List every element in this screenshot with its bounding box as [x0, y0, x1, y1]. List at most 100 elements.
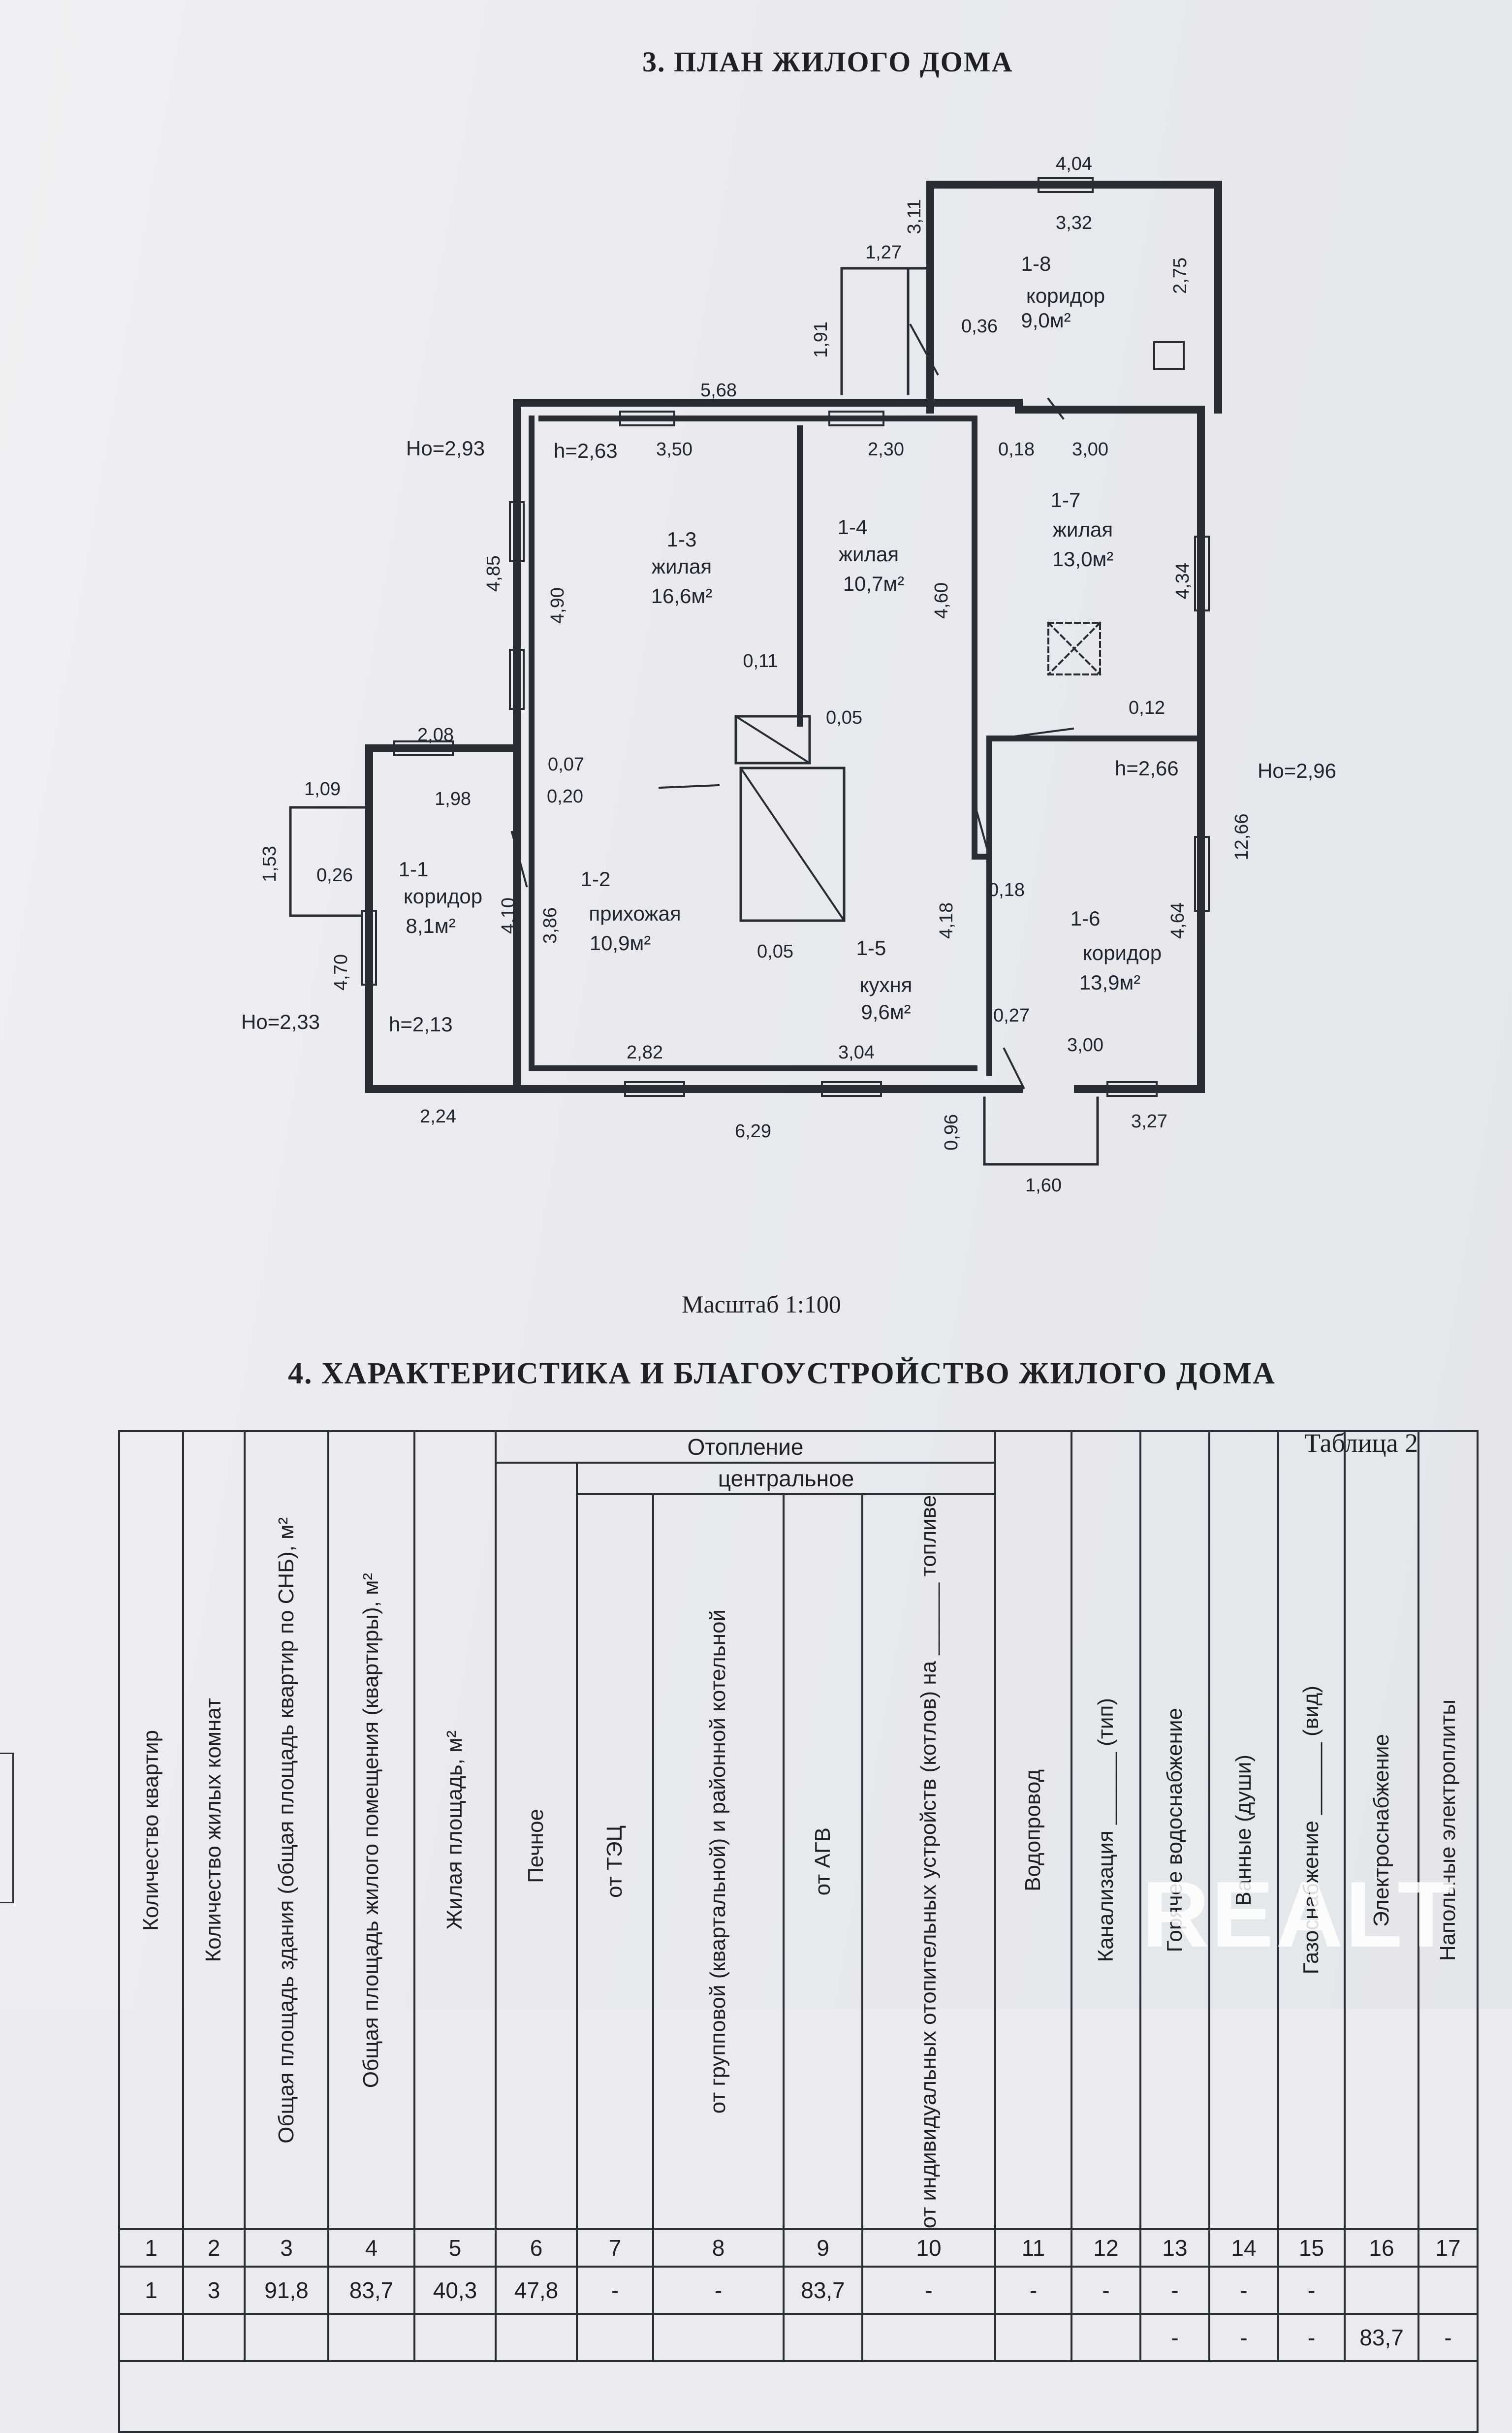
- dimension-label: 3,27: [1131, 1111, 1167, 1132]
- dimension-label: 4,18: [936, 902, 957, 939]
- header-cell: от АГВ: [810, 1827, 835, 1896]
- dimension-label: 0,20: [547, 786, 583, 807]
- column-number: 14: [1208, 2228, 1280, 2268]
- dimension-label: 1,09: [304, 779, 341, 800]
- height-label: h=2,13: [389, 1013, 453, 1036]
- dimension-label: 4,85: [483, 555, 504, 592]
- dimension-label: 3,00: [1067, 1035, 1103, 1056]
- room-1-2-id: 1-2: [581, 867, 611, 891]
- dimension-label: 0,05: [826, 707, 862, 728]
- table-cell: 40,3: [413, 2266, 497, 2315]
- height-label: Ho=2,93: [406, 437, 485, 460]
- table-cell: -: [1277, 2266, 1346, 2315]
- group-heating-header: Отопление: [494, 1430, 997, 1464]
- dimension-label: 2,75: [1170, 257, 1191, 294]
- floor-plan: 1-3 жилая 16,6м² 1-4 жилая 10,7м² 1-7 жи…: [241, 154, 1336, 1196]
- dimension-label: 1,98: [435, 789, 471, 809]
- column-number: 4: [327, 2228, 415, 2268]
- table-cell: -: [1418, 2313, 1479, 2363]
- dimension-label: 4,04: [1056, 154, 1092, 174]
- table-cell: 83,7: [327, 2266, 415, 2315]
- room-1-6-id: 1-6: [1071, 907, 1101, 930]
- dimension-label: 2,30: [868, 439, 904, 460]
- table-cell: [861, 2313, 997, 2363]
- table-cell: 83,7: [783, 2266, 863, 2315]
- ceiling-light-icon: [1047, 621, 1102, 676]
- dimension-label: 3,04: [838, 1042, 875, 1063]
- table-cell: -: [1208, 2313, 1280, 2363]
- column-number: 6: [495, 2228, 578, 2268]
- room-1-4-id: 1-4: [838, 515, 868, 539]
- table-cell: -: [1139, 2266, 1211, 2315]
- table-cell: 3: [182, 2266, 246, 2315]
- wall-1-1: [365, 744, 521, 1093]
- room-1-7-id: 1-7: [1051, 488, 1081, 512]
- empty-row: [118, 2360, 1479, 2433]
- room-1-3-name: жилая: [652, 555, 712, 578]
- column-number: 11: [994, 2228, 1073, 2268]
- table-cell: [652, 2313, 785, 2363]
- table-cell: 91,8: [244, 2266, 329, 2315]
- table-cell: [1418, 2266, 1479, 2315]
- header-cell: от ТЭЦ: [602, 1825, 627, 1898]
- dimension-label: 1,91: [811, 321, 831, 358]
- table-row: 1 3 91,8 83,7 40,3 47,8 - - 83,7 - - - -…: [118, 2266, 1479, 2315]
- column-number: 10: [861, 2228, 997, 2268]
- dimension-label: 0,07: [548, 754, 584, 775]
- table-cell: -: [576, 2266, 654, 2315]
- dimension-label: 6,29: [735, 1121, 771, 1142]
- plan-title: 3. ПЛАН ЖИЛОГО ДОМА: [642, 46, 1013, 78]
- dimension-label: 4,90: [547, 587, 568, 624]
- table-cell: -: [1071, 2266, 1142, 2315]
- dimension-label: 4,34: [1172, 563, 1193, 599]
- column-number-row: 1 2 3 4 5 6 7 8 9 10 11 12 13 14 15 16 1…: [118, 2228, 1479, 2268]
- dimension-label: 3,32: [1056, 213, 1092, 233]
- dimension-label: 1,27: [865, 242, 902, 263]
- table-cell: -: [861, 2266, 997, 2315]
- table-cell: -: [1139, 2313, 1211, 2363]
- dimension-label: 3,00: [1072, 439, 1108, 460]
- room-1-1-name: коридор: [404, 885, 482, 908]
- inner-walls: [529, 416, 1204, 1076]
- room-1-4-area: 10,7м²: [843, 572, 905, 595]
- room-1-3-id: 1-3: [667, 528, 697, 551]
- dimension-label: 4,70: [331, 954, 351, 991]
- room-1-6-name: коридор: [1083, 941, 1162, 964]
- dimension-label: 1,60: [1025, 1175, 1062, 1196]
- table-row: - - - 83,7 -: [118, 2313, 1479, 2363]
- dimension-label: 3,86: [540, 907, 561, 944]
- dimension-label: 0,26: [316, 865, 353, 886]
- table-cell: [783, 2313, 863, 2363]
- dimension-label: 0,11: [743, 651, 778, 672]
- dimension-label: 0,36: [961, 316, 998, 337]
- table-cell: [495, 2313, 578, 2363]
- dimension-label: 0,27: [993, 1005, 1030, 1026]
- dimension-label: 0,18: [988, 880, 1025, 900]
- room-1-4-name: жилая: [839, 543, 899, 566]
- room-1-1-id: 1-1: [399, 858, 429, 881]
- table-cell: 47,8: [495, 2266, 578, 2315]
- room-1-7-name: жилая: [1053, 518, 1113, 541]
- room-1-8-area: 9,0м²: [1021, 309, 1071, 332]
- room-1-3-area: 16,6м²: [651, 584, 713, 608]
- header-cell: Водопровод: [1021, 1769, 1045, 1891]
- room-1-7-area: 13,0м²: [1052, 547, 1114, 571]
- dimension-label: 5,68: [700, 380, 737, 401]
- dimension-label: 0,96: [941, 1114, 962, 1151]
- table-cell: [244, 2313, 329, 2363]
- section-title: 4. ХАРАКТЕРИСТИКА И БЛАГОУСТРОЙСТВО ЖИЛО…: [288, 1357, 1276, 1390]
- room-1-8-id: 1-8: [1021, 252, 1051, 275]
- column-number: 5: [413, 2228, 497, 2268]
- dimension-label: 3,11: [904, 199, 925, 234]
- column-number: 15: [1277, 2228, 1346, 2268]
- header-cell: Канализация ______ (тип): [1093, 1698, 1118, 1962]
- column-number: 12: [1071, 2228, 1142, 2268]
- dimension-label: 0,18: [998, 439, 1035, 460]
- column-number: 8: [652, 2228, 785, 2268]
- table-cell: 1: [118, 2266, 184, 2315]
- height-label: Ho=2,33: [241, 1010, 320, 1033]
- room-1-2-name: прихожая: [589, 902, 681, 925]
- table-cell: [413, 2313, 497, 2363]
- table-cell: -: [994, 2266, 1073, 2315]
- watermark-logo: REALT: [1142, 1862, 1457, 1967]
